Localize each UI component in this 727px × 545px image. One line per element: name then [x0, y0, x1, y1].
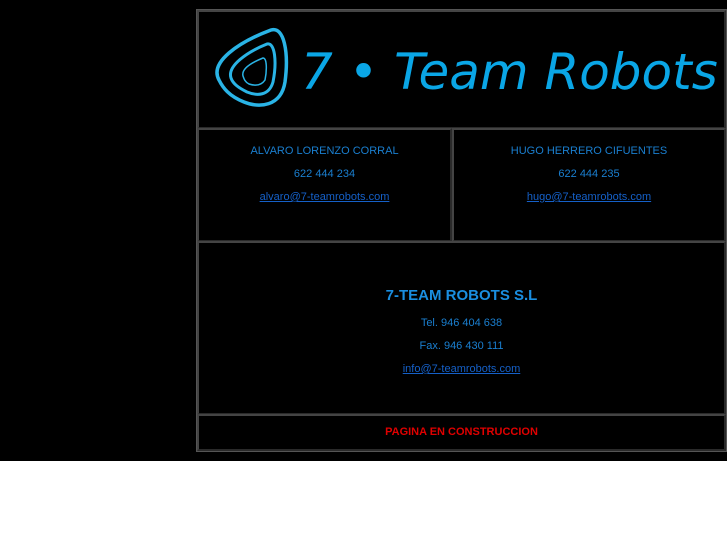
logo-text: 7 • Team Robots S.L — [301, 43, 724, 101]
company-logo: 7 • Team Robots S.L — [215, 27, 727, 107]
contact-name: ALVARO LORENZO CORRAL — [250, 145, 399, 157]
company-fax: Fax. 946 430 111 — [419, 340, 504, 352]
contact-email-link[interactable]: hugo@7-teamrobots.com — [526, 191, 652, 203]
contact-email-link[interactable]: alvaro@7-teamrobots.com — [259, 191, 390, 203]
contact-phone: 622 444 234 — [293, 168, 356, 180]
contact-card-alvaro: ALVARO LORENZO CORRAL 622 444 234 alvaro… — [197, 128, 452, 242]
company-info-cell: 7-TEAM ROBOTS S.L Tel. 946 404 638 Fax. … — [197, 241, 726, 415]
company-title: 7-TEAM ROBOTS S.L — [385, 287, 538, 304]
company-tel: Tel. 946 404 638 — [420, 317, 503, 329]
logo-cell: 7 • Team Robots S.L — [197, 10, 727, 129]
contact-phone: 622 444 235 — [558, 168, 620, 180]
construction-notice: PAGINA EN CONSTRUCCION — [385, 426, 538, 438]
company-email-link[interactable]: info@7-teamrobots.com — [402, 363, 521, 375]
footer-cell: PAGINA EN CONSTRUCCION — [197, 414, 726, 451]
contact-card-hugo: HUGO HERRERO CIFUENTES 622 444 235 hugo@… — [452, 128, 726, 242]
contact-name: HUGO HERRERO CIFUENTES — [510, 145, 668, 157]
